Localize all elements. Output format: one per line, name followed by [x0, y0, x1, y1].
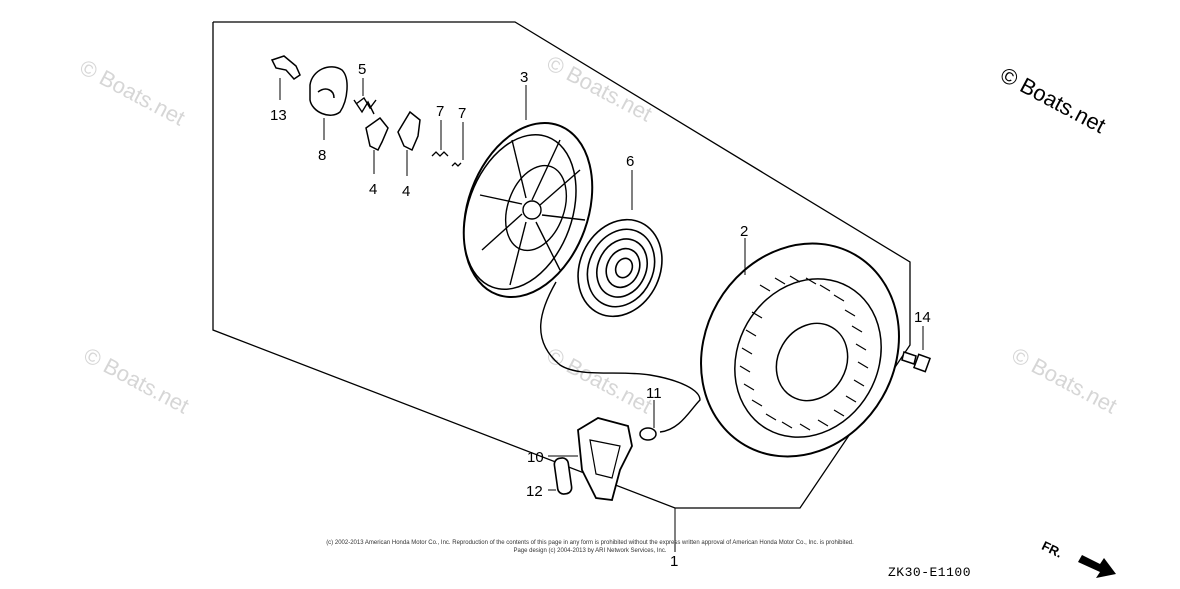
watermark: © Boats.net	[543, 50, 657, 126]
callout-1: 1	[670, 553, 678, 570]
callout-3: 3	[520, 69, 528, 86]
callout-10: 10	[527, 449, 544, 466]
part-4-ratchet-left	[365, 116, 389, 174]
copyright-line-2: Page design (c) 2004-2013 by ARI Network…	[513, 548, 667, 554]
part-13-pin	[270, 55, 301, 100]
part-14-bolt	[901, 326, 931, 373]
front-direction-arrow-icon	[1078, 555, 1116, 578]
callout-13: 13	[270, 107, 287, 124]
part-3-reel	[462, 85, 594, 299]
callout-6: 6	[626, 153, 634, 170]
starter-rope	[539, 281, 701, 433]
part-11-knot	[639, 400, 657, 441]
callout-14: 14	[914, 309, 931, 326]
callout-2: 2	[740, 223, 748, 240]
callout-4b: 4	[402, 183, 410, 200]
callout-7b: 7	[458, 105, 466, 122]
callout-8: 8	[318, 147, 326, 164]
watermark: © Boats.net	[76, 54, 190, 130]
part-6-spiral-spring	[577, 170, 663, 318]
copyright-notice: (c) 2002-2013 American Honda Motor Co., …	[175, 539, 1005, 555]
part-10-grip	[548, 417, 633, 501]
diagram-code: ZK30-E1100	[888, 565, 972, 580]
callout-12: 12	[526, 483, 543, 500]
part-12-insert	[548, 457, 573, 495]
callout-11: 11	[646, 385, 662, 402]
part-7-springs	[431, 120, 464, 167]
part-8-ratchet-guide	[309, 66, 348, 140]
callout-5: 5	[358, 61, 366, 78]
watermark: © Boats.net	[80, 342, 194, 418]
callout-4a: 4	[369, 181, 377, 198]
part-5-spring	[353, 78, 377, 115]
watermark: © Boats.net	[543, 342, 657, 418]
callout-7a: 7	[436, 103, 444, 120]
copyright-line-1: (c) 2002-2013 American Honda Motor Co., …	[326, 540, 854, 546]
part-4-ratchet-right	[397, 110, 421, 176]
watermark: © Boats.net	[1008, 342, 1122, 418]
part-2-starter-case	[700, 238, 900, 458]
